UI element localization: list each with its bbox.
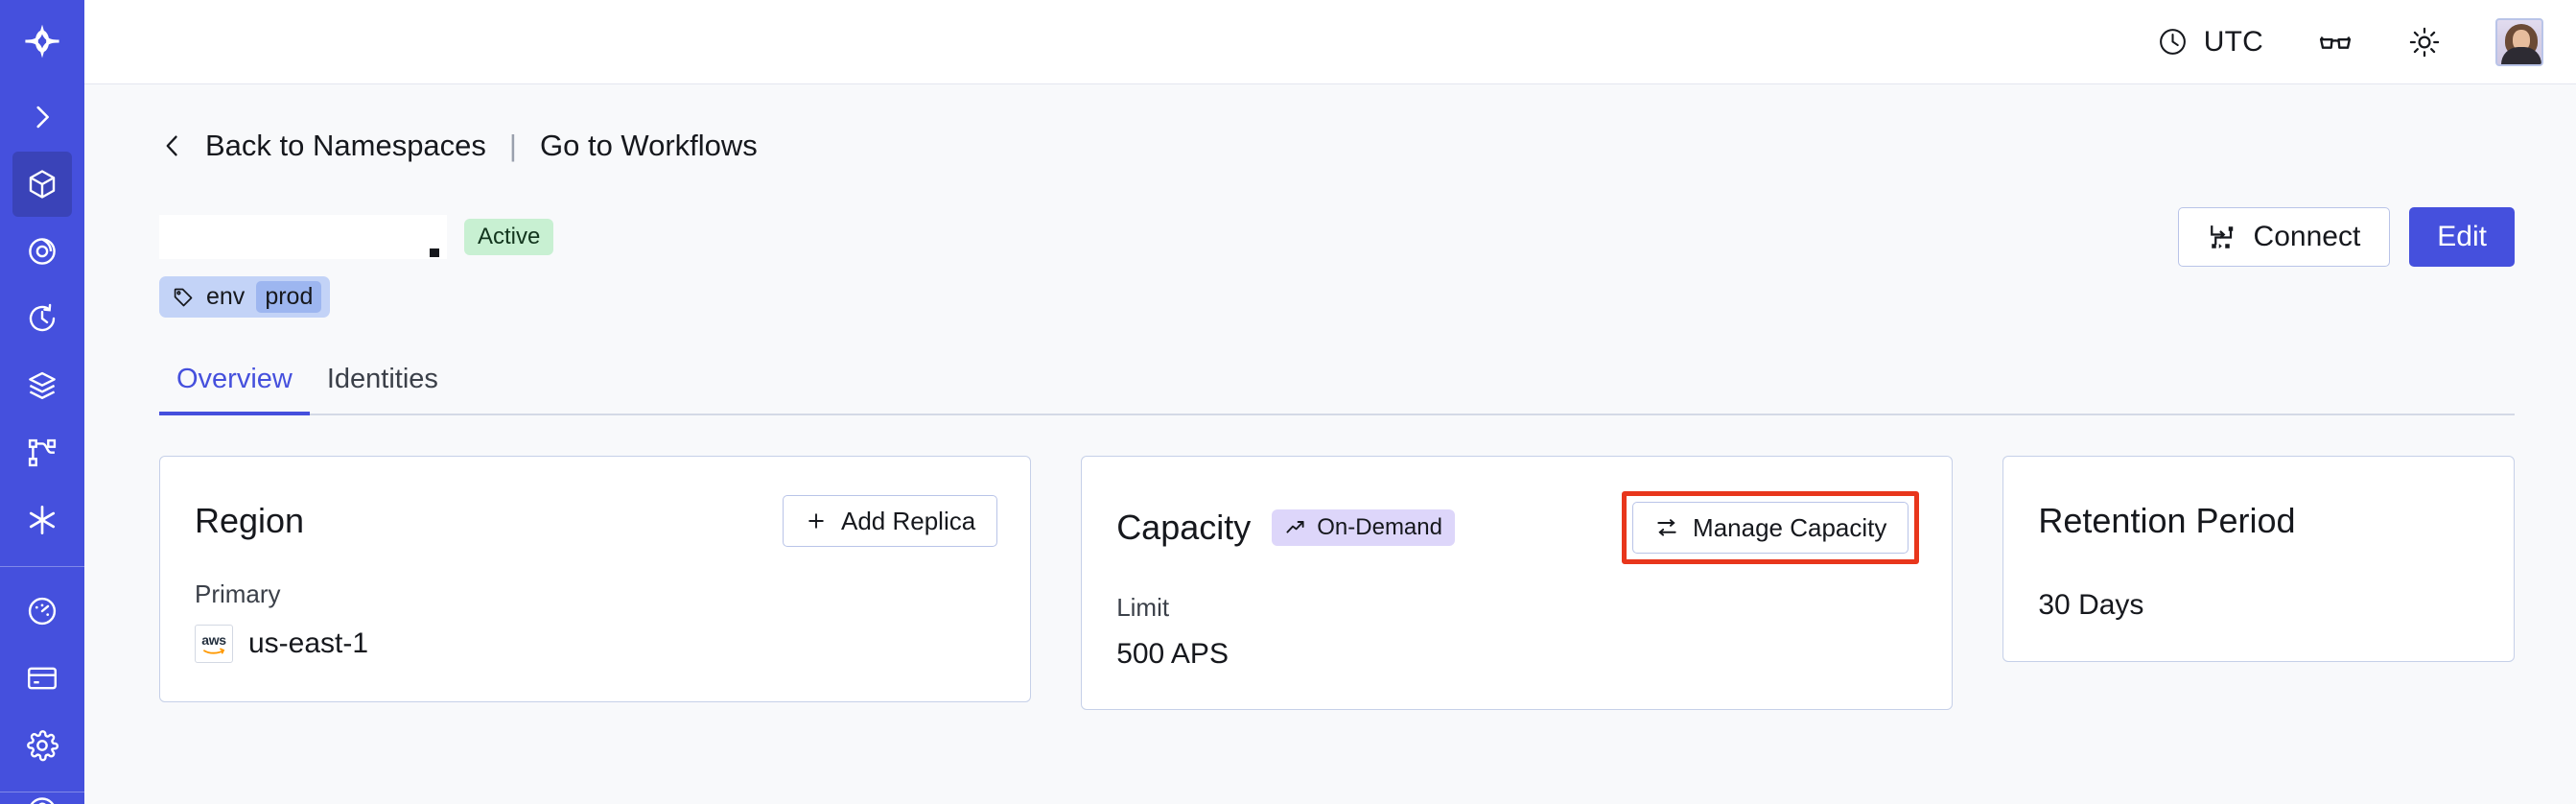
sidebar-item-billing[interactable] xyxy=(12,646,72,711)
aws-logo-text: aws xyxy=(201,631,226,648)
sidebar-item-schedules[interactable] xyxy=(12,286,72,351)
page-content: Back to Namespaces | Go to Workflows Act… xyxy=(84,84,2576,804)
timezone-label: UTC xyxy=(2203,25,2263,58)
temporal-star-logo-icon xyxy=(21,20,63,62)
sidebar-divider-1 xyxy=(0,566,84,568)
page-title-redaction-artifact xyxy=(430,248,439,257)
page-actions: Connect Edit xyxy=(2177,207,2515,267)
timezone-selector[interactable]: UTC xyxy=(2157,26,2263,59)
manage-capacity-label: Manage Capacity xyxy=(1693,512,1887,542)
capacity-card-header: Capacity On-Demand xyxy=(1116,491,1920,564)
sidebar-item-namespaces[interactable] xyxy=(12,152,72,218)
retention-card-header: Retention Period xyxy=(2038,491,2481,551)
sliders-icon xyxy=(1654,515,1679,540)
region-primary-label: Primary xyxy=(195,579,281,608)
capacity-limit-label: Limit xyxy=(1116,593,1170,622)
capacity-mode-label: On-Demand xyxy=(1317,514,1442,540)
sun-icon xyxy=(2407,25,2442,59)
region-card-title: Region xyxy=(195,501,305,540)
capacity-limit-value: 500 APS xyxy=(1116,638,1229,670)
page-title-row: Active Connect Edit xyxy=(159,207,2515,267)
region-primary-value: us-east-1 xyxy=(248,627,369,659)
layers-icon xyxy=(25,368,59,403)
avatar-face xyxy=(2513,29,2530,51)
capacity-card-title: Capacity xyxy=(1116,508,1252,547)
region-primary-value-row: aws us-east-1 xyxy=(195,625,997,663)
gauge-icon xyxy=(25,594,59,628)
tag-value: prod xyxy=(256,281,322,313)
tab-identities[interactable]: Identities xyxy=(326,364,438,394)
chevron-right-icon xyxy=(26,101,59,133)
app-logo[interactable] xyxy=(0,0,84,83)
sidebar-item-help[interactable] xyxy=(0,794,84,804)
page-title xyxy=(159,215,447,259)
tag-icon xyxy=(172,286,195,309)
manage-capacity-annotation: Manage Capacity xyxy=(1622,491,1920,564)
retention-card-title: Retention Period xyxy=(2038,501,2296,540)
help-circle-icon xyxy=(25,794,59,804)
glasses-icon xyxy=(2317,24,2354,60)
back-label: Back to Namespaces xyxy=(205,129,486,162)
clock-history-icon xyxy=(25,301,59,336)
tag-row: env prod xyxy=(159,276,2515,318)
avatar[interactable] xyxy=(2495,17,2543,66)
region-card-header: Region Add Replica xyxy=(195,491,998,551)
retention-card: Retention Period 30 Days xyxy=(2002,456,2516,662)
clock-icon xyxy=(2157,26,2189,58)
workflow-branch-icon xyxy=(25,436,59,470)
main-area: UTC xyxy=(84,0,2576,804)
overview-cards: Region Add Replica Primary xyxy=(159,456,2516,710)
go-to-workflows-link[interactable]: Go to Workflows xyxy=(539,129,758,162)
edit-button[interactable]: Edit xyxy=(2409,207,2515,267)
aws-logo-icon: aws xyxy=(195,625,233,663)
credit-card-icon xyxy=(25,661,59,696)
sidebar xyxy=(0,0,84,804)
sidebar-item-settings[interactable] xyxy=(12,713,72,778)
add-replica-label: Add Replica xyxy=(840,506,976,535)
workflow-connect-icon xyxy=(2208,223,2236,251)
sidebar-item-batch-operations[interactable] xyxy=(12,353,72,418)
target-eye-icon xyxy=(25,234,59,269)
namespace-tag[interactable]: env prod xyxy=(159,276,331,318)
cube-icon xyxy=(25,167,59,201)
tag-key: env xyxy=(206,283,246,310)
sidebar-collapse-button[interactable] xyxy=(0,83,84,152)
add-replica-button[interactable]: Add Replica xyxy=(782,495,998,547)
theme-toggle-button[interactable] xyxy=(2407,25,2442,59)
capacity-card: Capacity On-Demand xyxy=(1081,456,1954,710)
asterisk-icon xyxy=(24,502,60,538)
sidebar-item-usage[interactable] xyxy=(12,579,72,644)
edit-label: Edit xyxy=(2437,221,2487,252)
connect-label: Connect xyxy=(2253,221,2361,252)
sidebar-item-integrations[interactable] xyxy=(12,487,72,553)
capacity-card-action: Manage Capacity xyxy=(1622,491,1920,564)
plus-icon xyxy=(805,509,828,532)
connect-button[interactable]: Connect xyxy=(2177,207,2391,267)
accessibility-button[interactable] xyxy=(2317,24,2354,60)
sidebar-item-nexus[interactable] xyxy=(12,420,72,485)
topbar: UTC xyxy=(84,0,2576,84)
manage-capacity-button[interactable]: Manage Capacity xyxy=(1632,502,1909,554)
avatar-body xyxy=(2501,46,2541,64)
tab-overview[interactable]: Overview xyxy=(159,364,310,415)
sidebar-primary-group xyxy=(0,152,84,555)
region-card: Region Add Replica Primary xyxy=(159,456,1032,702)
status-badge: Active xyxy=(464,219,554,255)
gear-icon xyxy=(25,728,59,763)
sidebar-secondary-group xyxy=(0,579,84,780)
sidebar-item-workflows[interactable] xyxy=(12,219,72,284)
tabs: Overview Identities xyxy=(159,362,2515,415)
capacity-mode-badge: On-Demand xyxy=(1272,509,1455,546)
back-to-namespaces-link[interactable]: Back to Namespaces xyxy=(159,129,486,163)
trending-up-icon xyxy=(1284,516,1307,539)
breadcrumb: Back to Namespaces | Go to Workflows xyxy=(159,129,2515,163)
breadcrumb-separator: | xyxy=(508,129,517,162)
chevron-left-icon xyxy=(159,130,186,161)
region-card-action: Add Replica xyxy=(782,495,998,547)
retention-value: 30 Days xyxy=(2038,589,2144,621)
